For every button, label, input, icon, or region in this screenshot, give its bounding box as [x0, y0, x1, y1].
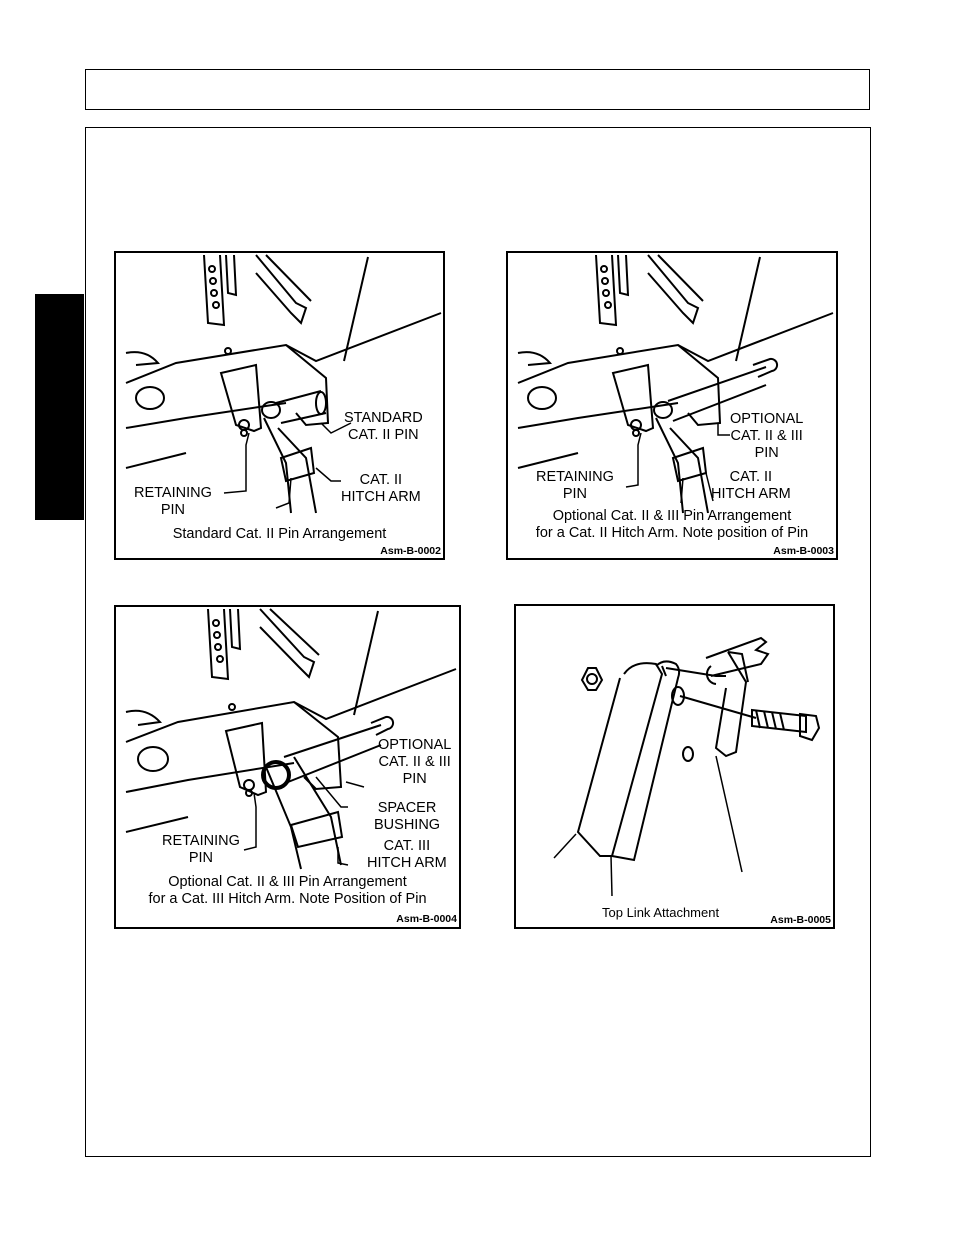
figure-code: Asm-B-0005: [770, 914, 831, 926]
content-frame: [85, 127, 871, 1157]
hitch-illustration: [125, 254, 442, 514]
figure-code: Asm-B-0002: [380, 545, 441, 557]
figure-code: Asm-B-0003: [773, 545, 834, 557]
hitch-illustration: [125, 608, 457, 870]
header-box: [85, 69, 870, 110]
caption: Top Link Attachment: [602, 905, 720, 920]
figure-code: Asm-B-0004: [396, 913, 457, 925]
hitch-illustration: [517, 254, 834, 514]
caption: Standard Cat. II Pin Arrangement: [172, 526, 387, 542]
figure-top-link: Top Link Attachment Asm-B-0005: [514, 604, 835, 929]
top-link-illustration: [553, 636, 821, 897]
section-tab: [35, 294, 84, 520]
